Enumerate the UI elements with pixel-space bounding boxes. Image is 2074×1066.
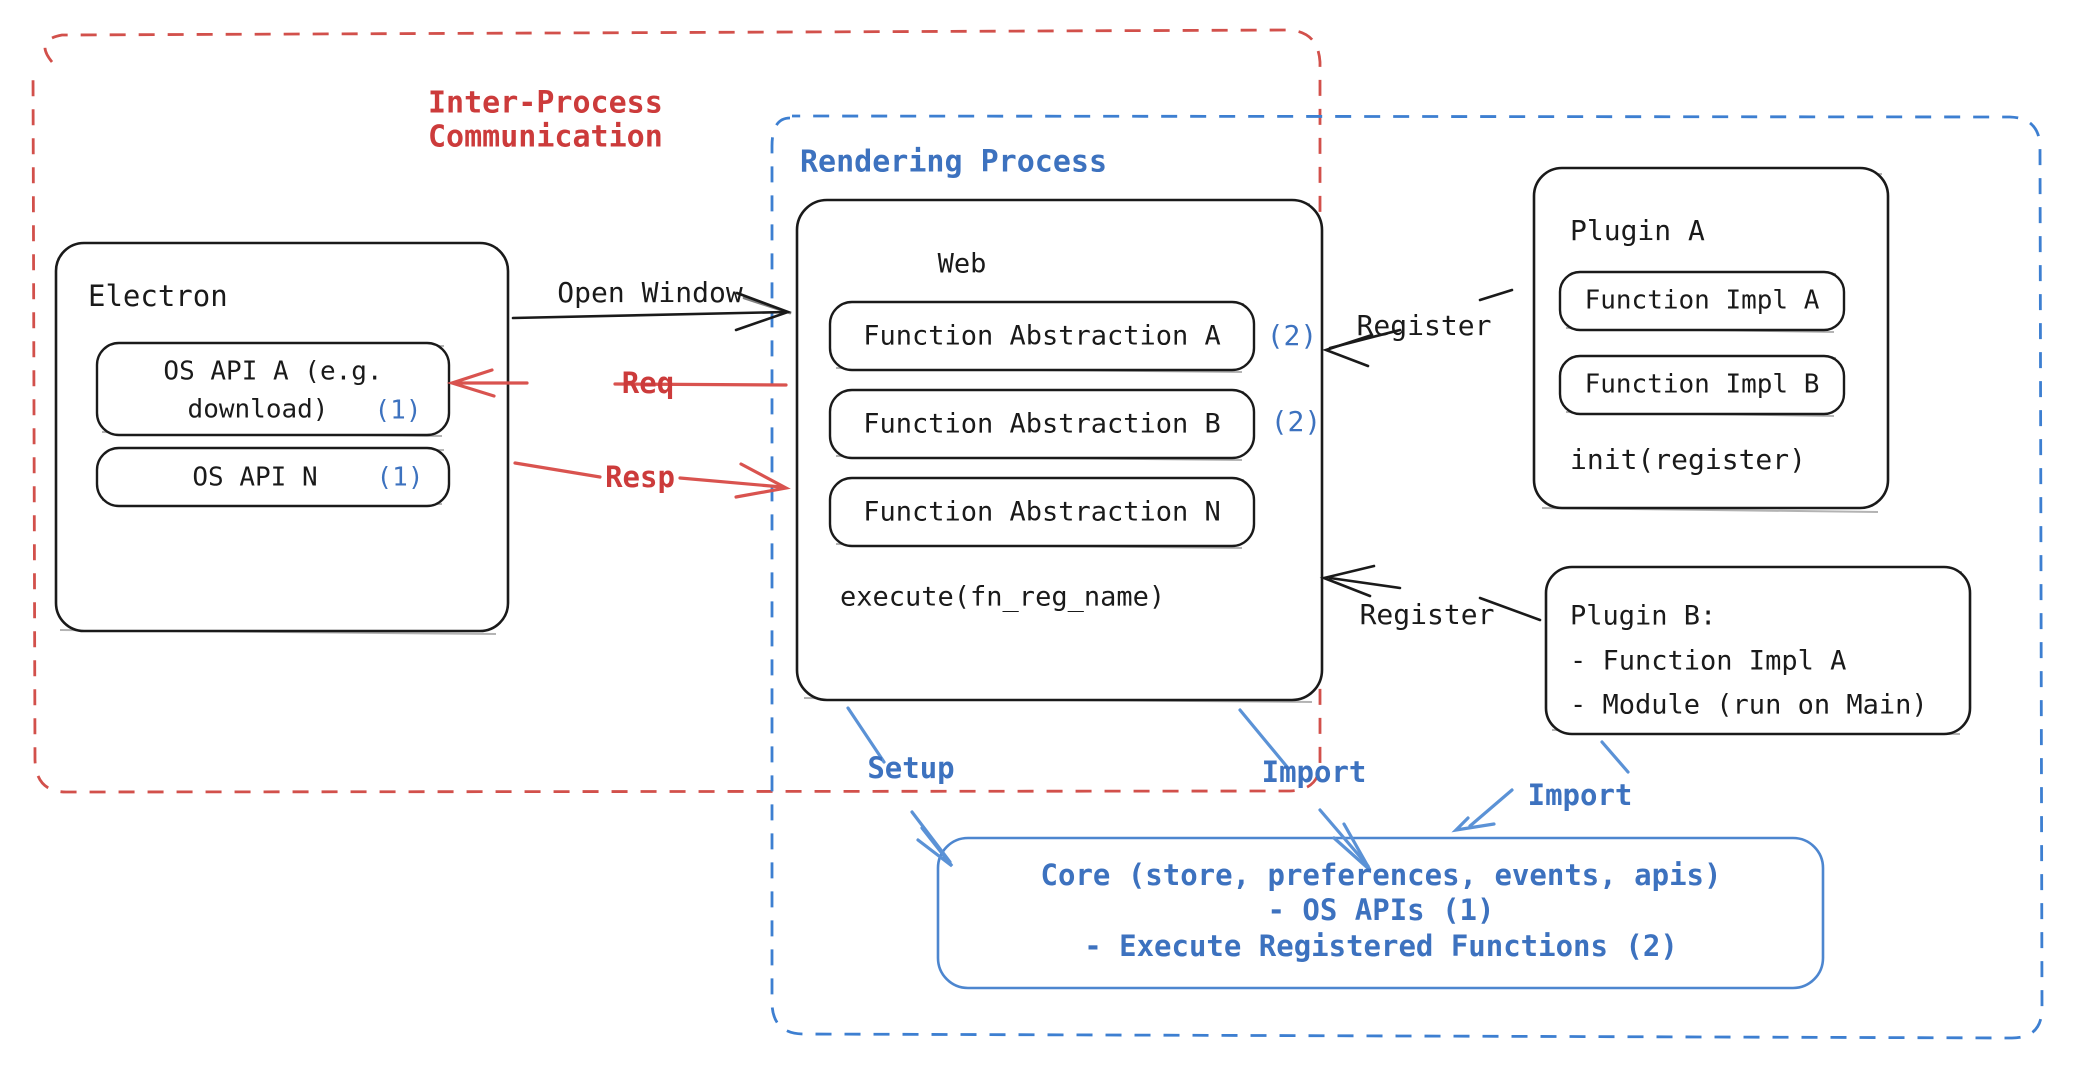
function-abstraction-b-box[interactable] bbox=[828, 388, 1256, 461]
open-window-arrow bbox=[511, 291, 792, 332]
rendering-process-label: Rendering Process bbox=[800, 145, 1107, 180]
electron-box-outline bbox=[54, 241, 510, 633]
function-abstraction-a-tag: (2) bbox=[1267, 319, 1318, 352]
function-impl-b-label: Function Impl B bbox=[1585, 370, 1820, 400]
os-api-a-box[interactable] bbox=[95, 341, 451, 437]
ipc-region-boundary bbox=[31, 28, 1322, 794]
setup-arrow bbox=[846, 706, 954, 868]
core-box-outline bbox=[936, 836, 1825, 990]
register-plugin-a-arrow bbox=[1322, 288, 1514, 368]
plugin-b-box bbox=[1544, 565, 1972, 736]
os-api-a-outline bbox=[95, 341, 451, 437]
resp-arrow-label: Resp bbox=[605, 460, 675, 494]
electron-title: Electron bbox=[88, 279, 228, 313]
plugin-a-init-method: init(register) bbox=[1570, 443, 1806, 476]
register-plugin-b-arrow bbox=[1319, 564, 1542, 622]
os-api-n-box[interactable] bbox=[95, 446, 451, 508]
rendering-process-region-boundary bbox=[770, 114, 2044, 1040]
os-api-a-tag: (1) bbox=[375, 396, 422, 426]
function-abstraction-b-outline bbox=[828, 388, 1256, 460]
setup-arrow-label: Setup bbox=[867, 751, 954, 785]
function-abstraction-b-tag: (2) bbox=[1271, 405, 1322, 438]
resp-arrow bbox=[513, 461, 791, 499]
function-abstraction-n-outline bbox=[828, 476, 1256, 548]
os-api-n-outline bbox=[95, 446, 451, 508]
import-web-arrow-label: Import bbox=[1262, 755, 1367, 789]
core-line-2: - OS APIs (1) bbox=[1268, 893, 1495, 927]
register-plugin-a-label: Register bbox=[1357, 309, 1492, 342]
function-abstraction-a-box[interactable] bbox=[828, 300, 1256, 373]
web-execute-method: execute(fn_reg_name) bbox=[840, 582, 1165, 613]
os-api-a-label-line1: OS API A (e.g. bbox=[163, 357, 382, 387]
function-abstraction-n-box[interactable] bbox=[828, 476, 1256, 549]
function-impl-b-outline bbox=[1558, 354, 1846, 416]
function-abstraction-b-label: Function Abstraction B bbox=[863, 409, 1221, 440]
import-web-arrow bbox=[1238, 708, 1372, 872]
plugin-b-line-3: - Module (run on Main) bbox=[1570, 690, 1928, 721]
req-arrow-label: Req bbox=[622, 366, 674, 400]
os-api-n-tag: (1) bbox=[377, 463, 424, 493]
function-impl-a-box[interactable] bbox=[1558, 270, 1846, 333]
function-abstraction-a-label: Function Abstraction A bbox=[863, 321, 1221, 352]
function-impl-b-box[interactable] bbox=[1558, 354, 1846, 417]
os-api-a-label-line2: download) bbox=[188, 395, 329, 425]
electron-box bbox=[54, 241, 510, 635]
core-box bbox=[936, 836, 1825, 990]
plugin-b-line-1: Plugin B: bbox=[1570, 601, 1716, 632]
plugin-b-box-outline bbox=[1544, 565, 1972, 736]
plugin-b-line-2: - Function Impl A bbox=[1570, 646, 1846, 677]
function-impl-a-label: Function Impl A bbox=[1585, 286, 1820, 316]
plugin-a-title: Plugin A bbox=[1570, 214, 1705, 247]
function-abstraction-n-label: Function Abstraction N bbox=[863, 497, 1221, 528]
register-plugin-b-label: Register bbox=[1360, 598, 1495, 631]
req-arrow bbox=[446, 368, 788, 398]
web-title: Web bbox=[938, 249, 987, 280]
import-plugin-b-arrow bbox=[1451, 740, 1630, 833]
open-window-arrow-label: Open Window bbox=[557, 276, 743, 309]
import-plugin-b-arrow-label: Import bbox=[1528, 778, 1633, 812]
core-line-3: - Execute Registered Functions (2) bbox=[1084, 929, 1678, 963]
plugin-a-box-outline bbox=[1532, 166, 1890, 510]
core-line-1: Core (store, preferences, events, apis) bbox=[1041, 858, 1722, 892]
os-api-n-label: OS API N bbox=[192, 463, 317, 493]
function-abstraction-a-outline bbox=[828, 300, 1256, 372]
function-impl-a-outline bbox=[1558, 270, 1846, 332]
ipc-region-label-line2: Communication bbox=[428, 120, 663, 155]
plugin-a-box bbox=[1532, 166, 1890, 513]
ipc-region-label-line1: Inter-Process bbox=[428, 86, 663, 121]
